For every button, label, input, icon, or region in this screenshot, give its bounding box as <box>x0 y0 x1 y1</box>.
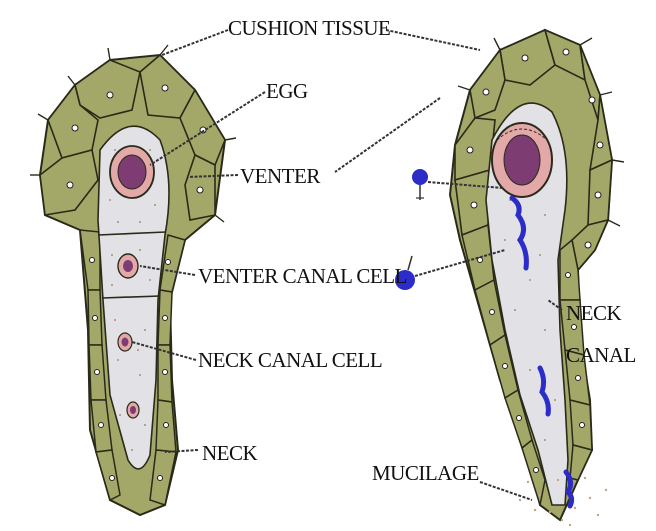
label-egg: EGG <box>266 79 308 103</box>
label-neck-canal-line2: CANAL <box>566 343 636 367</box>
left-neck-canal-cell-2 <box>127 402 139 418</box>
left-venter-canal-cell <box>118 254 138 278</box>
leader-cushion-left <box>162 30 228 55</box>
leader-egg-right <box>335 98 440 172</box>
label-venter-canal-cell: VENTER CANAL CELL <box>198 264 407 288</box>
label-neck: NECK <box>202 441 258 465</box>
leader-cushion-right <box>386 30 480 50</box>
left-egg <box>110 146 154 198</box>
label-neck-canal-line1: NECK <box>566 301 622 325</box>
label-neck-canal-cell: NECK CANAL CELL <box>198 348 382 372</box>
label-venter: VENTER <box>240 164 320 188</box>
right-egg <box>492 123 552 197</box>
label-mucilage: MUCILAGE <box>372 461 479 485</box>
label-cushion-tissue: CUSHION TISSUE <box>228 16 390 40</box>
leader-mucilage <box>480 482 532 500</box>
right-archegonium <box>395 30 624 526</box>
left-neck-canal-cell-1 <box>118 333 132 351</box>
sperm-outside-1 <box>412 169 428 200</box>
